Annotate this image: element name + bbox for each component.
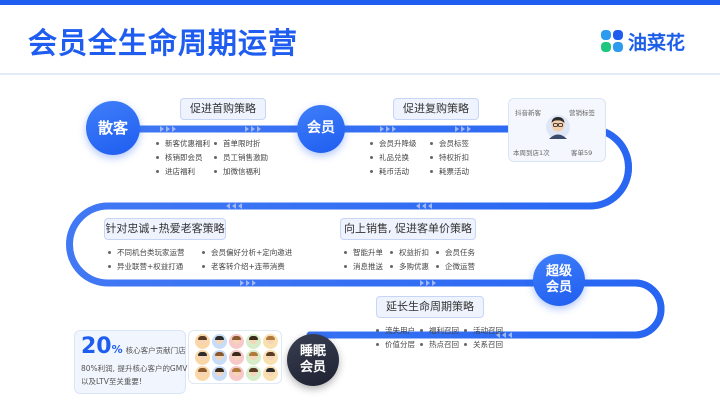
stage-huiyuan: 会员: [297, 105, 345, 153]
avatar: [212, 366, 227, 381]
user-avatar-icon: [546, 115, 570, 139]
avatar: [195, 350, 210, 365]
strategy-extend-tag: 延长生命周期策略: [376, 296, 484, 318]
stage-huiyuan-label: 会员: [307, 120, 335, 137]
stat-card: 20 % 核心客户贡献门店 80%利润, 提升核心客户的GMV 以及LTV至关重…: [74, 330, 188, 394]
stage-chaoji-line2: 会员: [545, 280, 572, 295]
list-item: 核销即会员 员工销售激励: [156, 150, 268, 164]
list-item: 异业联营+权益打通 老客转介绍+连带消费: [108, 259, 292, 273]
avatar: [263, 366, 278, 381]
avatar: [246, 366, 261, 381]
stat-percent: 20: [81, 334, 112, 359]
list-item: 不同机台类玩家运营 会员偏好分析+定向邀进: [108, 245, 292, 259]
avatar: [229, 366, 244, 381]
header-divider: [0, 73, 720, 75]
strategy-upsell-tag: 向上销售, 促进客单价策略: [340, 218, 476, 240]
avatar: [229, 350, 244, 365]
stat-line-2: 以及LTV至关重要!: [81, 377, 142, 386]
user-tag-ticket: 客单59: [571, 149, 593, 157]
page-title: 会员全生命周期运营: [28, 26, 299, 60]
stage-shuimian-line1: 睡眠: [299, 343, 326, 359]
stat-percent-sign: %: [111, 343, 123, 356]
avatar: [246, 334, 261, 349]
list-item: 流失用户 福利召回 活动召回: [376, 323, 503, 337]
stat-line-1: 80%利润, 提升核心客户的GMV: [81, 364, 188, 373]
logo-text: 油菜花: [628, 31, 686, 54]
logo: 油菜花: [600, 28, 685, 54]
top-accent-bar: [0, 0, 720, 5]
serpentine-track-fill: [66, 125, 665, 339]
double-chevron-icon: [160, 126, 512, 338]
list-item: 智能升单 权益折扣 会员任务: [344, 245, 475, 259]
loyalty-list: 不同机台类玩家运营 会员偏好分析+定向邀进 异业联营+权益打通 老客转介绍+连带…: [108, 245, 292, 273]
stage-sanke-label: 散客: [97, 118, 128, 137]
avatar: [229, 334, 244, 349]
avatar: [212, 350, 227, 365]
stage-shuimian-huiyuan: 睡眠 会员: [287, 334, 339, 386]
stage-chaoji-line1: 超级: [545, 263, 572, 279]
list-item: 会员升降级 会员标签: [370, 136, 469, 150]
user-tag-visits: 本周到店1次: [513, 149, 550, 157]
repurchase-list: 会员升降级 会员标签 礼品兑换 特权折扣 耗币活动 耗票活动: [370, 136, 469, 178]
list-item: 消息推送 多购优惠 企微运营: [344, 259, 475, 273]
stage-shuimian-line2: 会员: [299, 360, 326, 375]
avatar-grid: [188, 330, 282, 384]
user-tag-marketing: 营销标签: [569, 109, 595, 117]
avatar: [195, 366, 210, 381]
list-item: 礼品兑换 特权折扣: [370, 150, 469, 164]
avatar: [263, 350, 278, 365]
upsell-list: 智能升单 权益折扣 会员任务 消息推送 多购优惠 企微运营: [344, 245, 475, 273]
avatar: [263, 334, 278, 349]
clover-logo-icon: [601, 30, 623, 52]
stage-chaoji-huiyuan: 超级 会员: [533, 254, 585, 306]
user-profile-card: 抖音新客 营销标签 本周到店1次 客单59: [508, 98, 606, 162]
avatar: [195, 334, 210, 349]
stat-headline: 核心客户贡献门店: [125, 346, 186, 355]
strategy-repurchase-tag: 促进复购策略: [393, 98, 479, 120]
strategy-loyalty-tag: 针对忠诚+热爱老客策略: [104, 218, 226, 240]
user-tag-new: 抖音新客: [515, 109, 541, 117]
avatar: [212, 334, 227, 349]
extend-list: 流失用户 福利召回 活动召回 价值分层 热点召回 关系召回: [376, 323, 503, 351]
stage-sanke: 散客: [86, 101, 140, 155]
list-item: 新客优惠福利 首单限时折: [156, 136, 268, 150]
avatar: [246, 350, 261, 365]
first-purchase-list: 新客优惠福利 首单限时折 核销即会员 员工销售激励 进店福利 加微信福利: [156, 136, 268, 178]
strategy-first-purchase-tag: 促进首购策略: [180, 98, 266, 120]
list-item: 进店福利 加微信福利: [156, 164, 268, 178]
list-item: 耗币活动 耗票活动: [370, 164, 469, 178]
list-item: 价值分层 热点召回 关系召回: [376, 337, 503, 351]
